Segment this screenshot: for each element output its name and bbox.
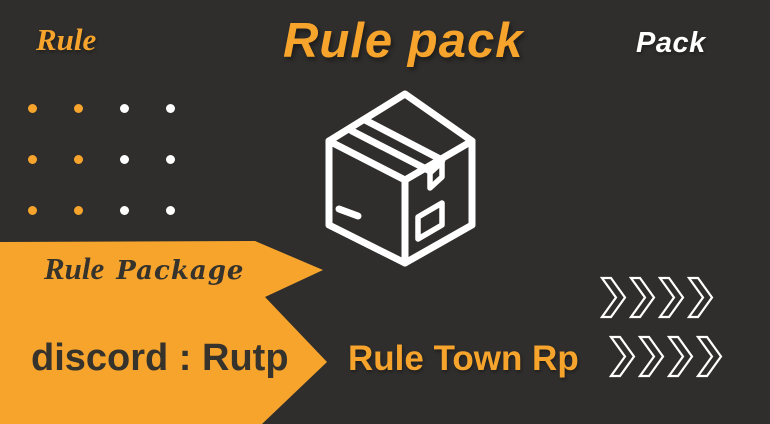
dot-icon bbox=[166, 206, 175, 215]
server-name: Rule Town Rp bbox=[348, 339, 579, 378]
discord-handle: discord : Rutp bbox=[31, 337, 289, 379]
chevron-row-top bbox=[600, 275, 715, 320]
chevron-right-icon bbox=[629, 276, 656, 319]
chevron-right-icon bbox=[600, 276, 627, 319]
chevron-right-icon bbox=[609, 335, 636, 378]
box-dash-icon bbox=[335, 205, 362, 220]
ribbon-title: Rule Package bbox=[44, 251, 244, 287]
chevron-right-icon bbox=[658, 276, 685, 319]
page-title: Rule pack bbox=[283, 14, 524, 68]
tape-flap-icon bbox=[427, 159, 445, 191]
ribbon-title-word1: Rule bbox=[44, 251, 105, 286]
ribbon-banner bbox=[0, 241, 327, 424]
package-box-icon bbox=[325, 90, 476, 267]
dot-icon bbox=[120, 104, 129, 113]
chevron-right-icon bbox=[687, 276, 714, 319]
dot-icon bbox=[28, 206, 37, 215]
dot-icon bbox=[28, 104, 37, 113]
chevron-right-icon bbox=[638, 335, 665, 378]
dot-icon bbox=[28, 155, 37, 164]
dot-icon bbox=[74, 206, 83, 215]
dot-icon bbox=[74, 155, 83, 164]
dot-icon bbox=[166, 155, 175, 164]
top-right-label: Pack bbox=[636, 27, 706, 59]
chevron-right-icon bbox=[667, 335, 694, 378]
top-left-label: Rule bbox=[36, 22, 97, 57]
dot-icon bbox=[166, 104, 175, 113]
dot-icon bbox=[120, 206, 129, 215]
dot-icon bbox=[74, 104, 83, 113]
box-label-icon bbox=[415, 200, 445, 242]
chevron-row-bottom bbox=[609, 334, 724, 379]
dot-grid-decoration bbox=[28, 104, 175, 215]
chevron-right-icon bbox=[696, 335, 723, 378]
ribbon-title-word2: Package bbox=[116, 256, 245, 286]
dot-icon bbox=[120, 155, 129, 164]
